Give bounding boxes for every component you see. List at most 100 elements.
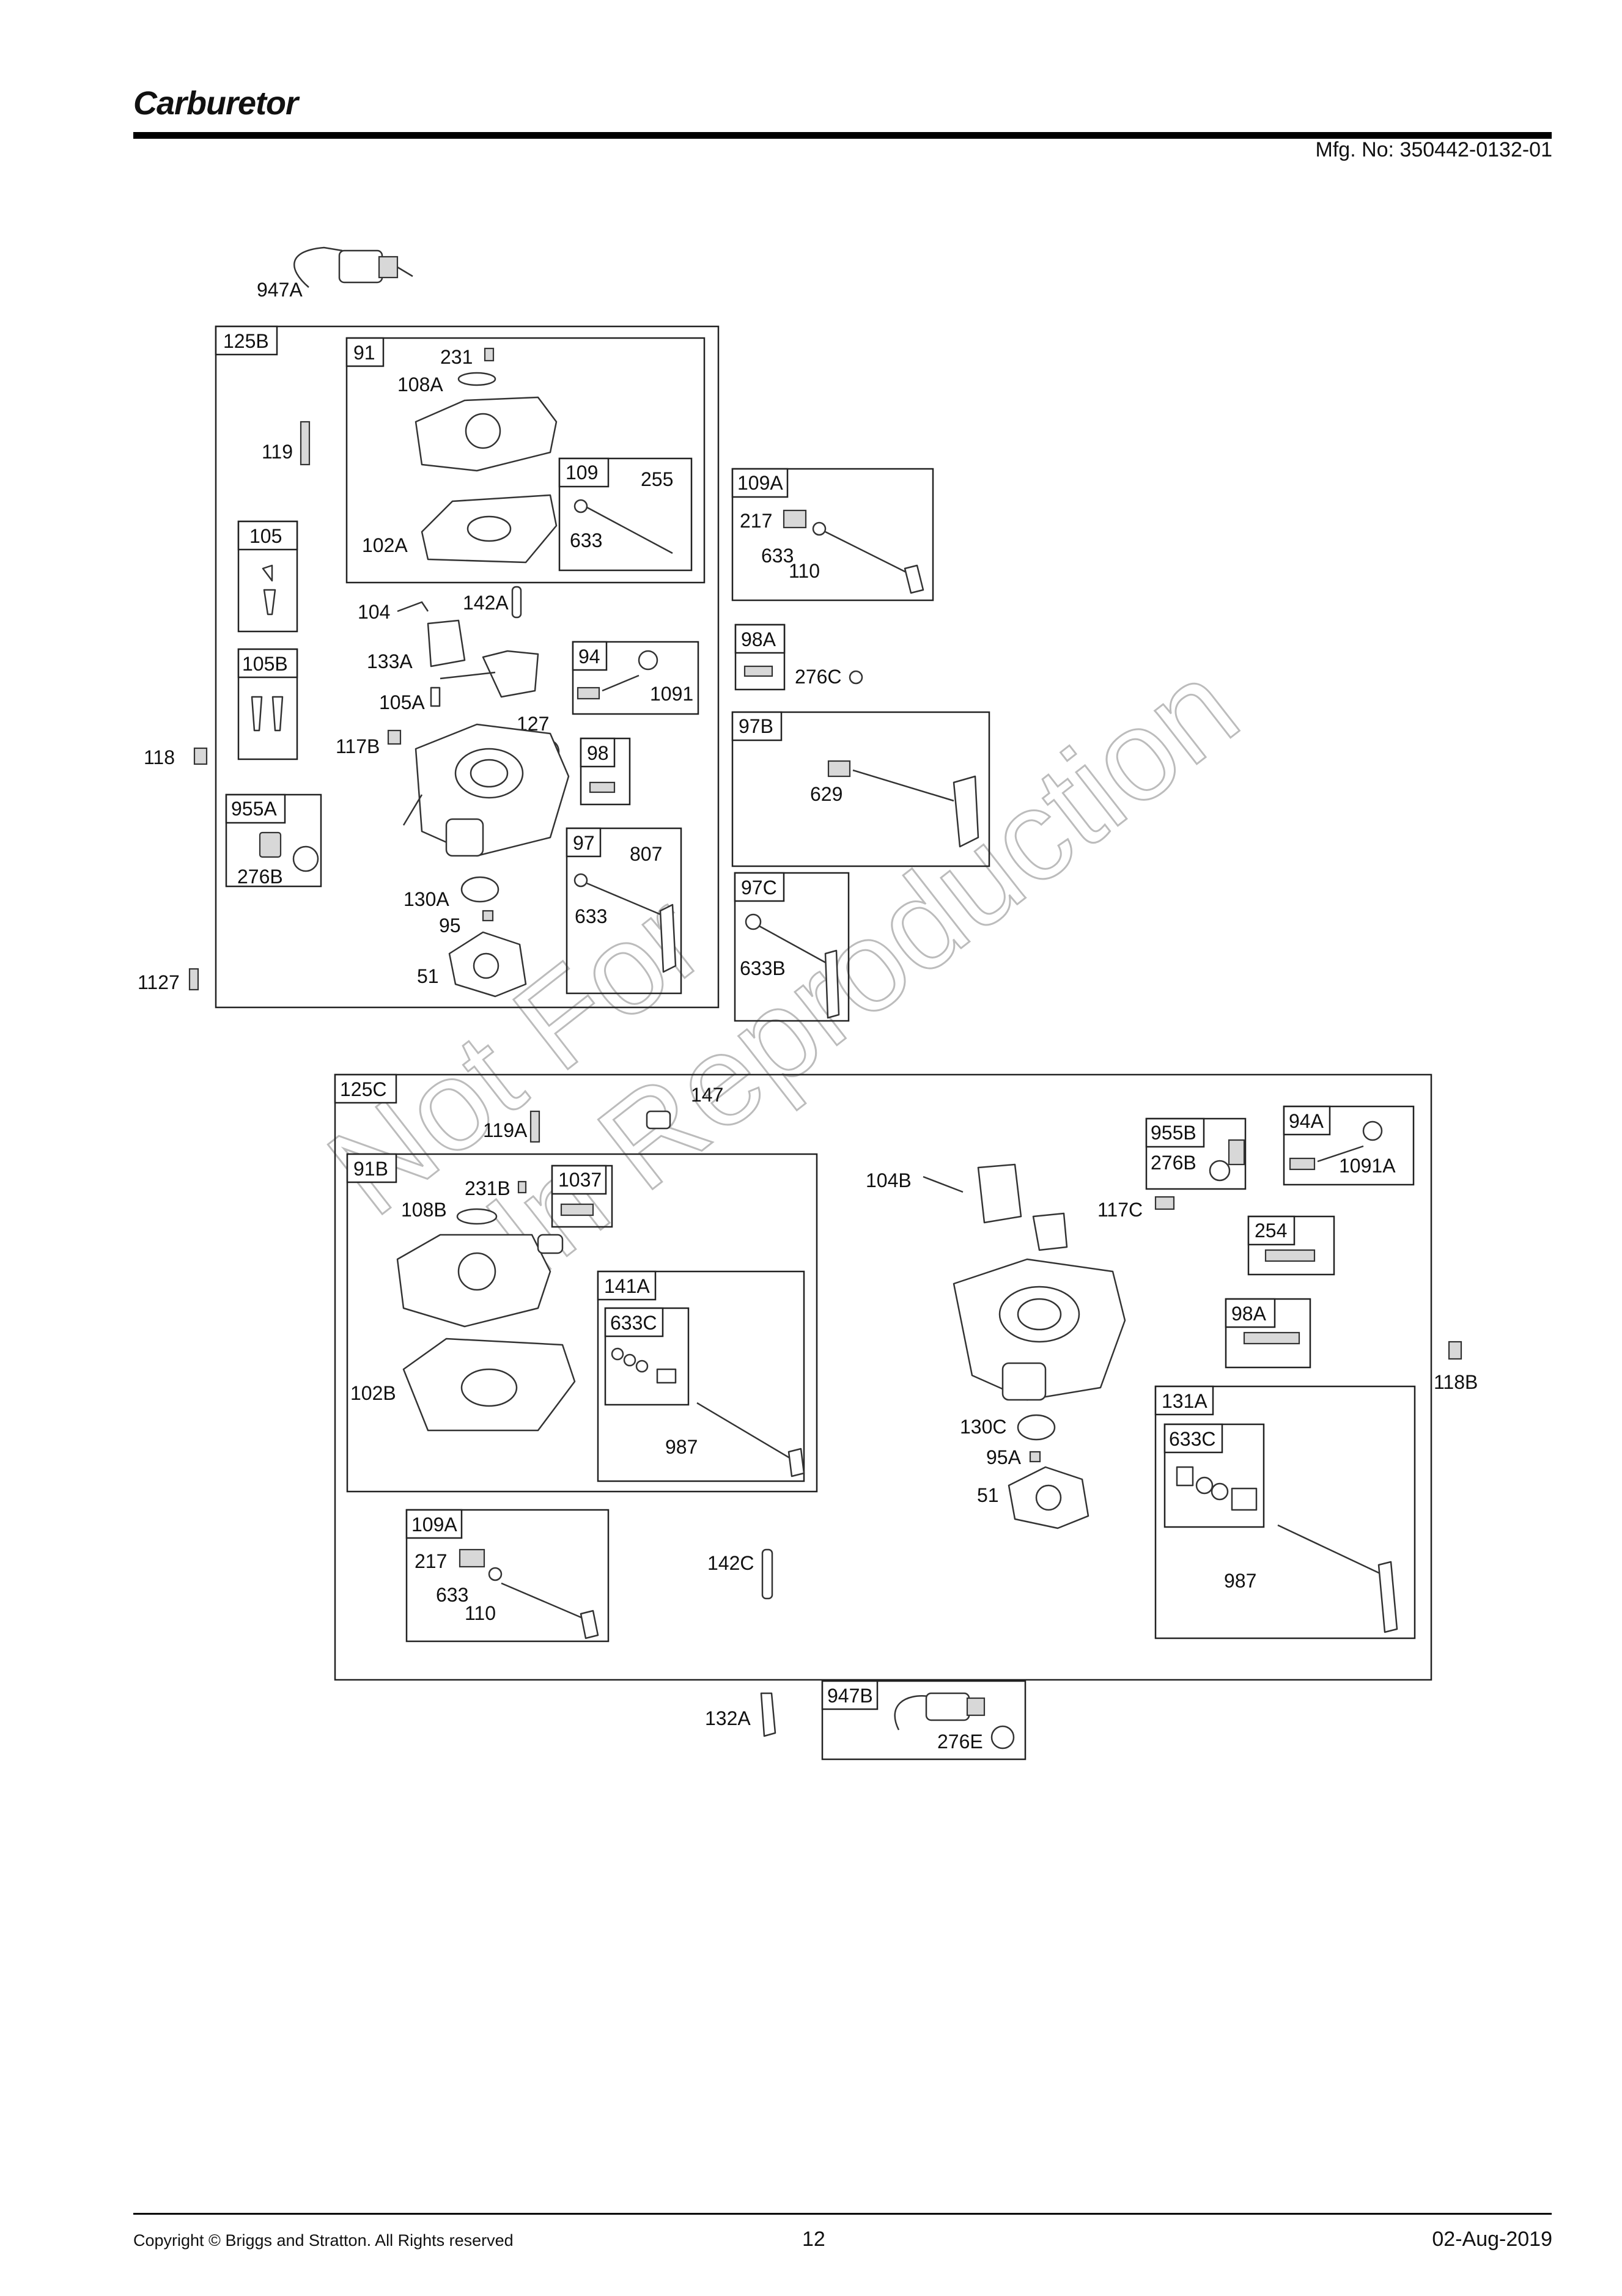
tag-97B — [731, 711, 783, 741]
label-142C: 142C — [707, 1552, 754, 1574]
label-130C: 130C — [960, 1416, 1007, 1438]
tag-label-98A-bot: 98A — [1231, 1303, 1267, 1325]
tag-131A — [1154, 1385, 1214, 1416]
tag-label-97B: 97B — [739, 715, 773, 737]
tag-109A-bot — [405, 1509, 463, 1539]
assembly-box-125C — [334, 1073, 1432, 1681]
tag-105B — [237, 648, 298, 679]
label-110-a: 110 — [789, 560, 820, 582]
label-633-d: 633 — [436, 1584, 468, 1606]
label-51-b: 51 — [977, 1484, 999, 1506]
label-147: 147 — [691, 1084, 723, 1106]
label-51-a: 51 — [417, 965, 439, 987]
assembly-box-141A — [597, 1270, 805, 1482]
tag-109 — [558, 457, 610, 488]
label-119A: 119A — [483, 1119, 528, 1141]
tag-109A-top — [731, 468, 789, 498]
label-629: 629 — [810, 783, 842, 805]
tag-955A — [225, 793, 286, 824]
label-231: 231 — [440, 346, 473, 368]
assembly-box-109A-top — [731, 468, 934, 602]
assembly-box-91 — [345, 337, 706, 584]
tag-label-98: 98 — [587, 742, 609, 764]
tag-94A — [1283, 1105, 1331, 1136]
screw-119 — [300, 421, 311, 466]
tag-label-131A: 131A — [1162, 1390, 1207, 1412]
tag-91 — [345, 337, 385, 367]
label-987-b: 987 — [1224, 1570, 1256, 1592]
label-102B: 102B — [350, 1382, 396, 1404]
copyright: Copyright © Briggs and Stratton. All Rig… — [133, 2231, 514, 2250]
label-118: 118 — [144, 746, 175, 768]
tag-141A — [597, 1270, 657, 1301]
assembly-box-94A — [1283, 1105, 1415, 1186]
tag-955B — [1145, 1117, 1205, 1148]
tag-label-109: 109 — [566, 462, 598, 484]
label-95A: 95A — [986, 1446, 1022, 1468]
label-1091: 1091 — [650, 683, 693, 705]
label-276B-a: 276B — [237, 866, 283, 888]
label-133A: 133A — [367, 650, 413, 672]
carb-body-125C — [953, 1258, 1126, 1401]
label-102A: 102A — [362, 534, 408, 556]
tag-97 — [566, 827, 602, 858]
tag-label-125C: 125C — [340, 1078, 387, 1100]
label-276B-b: 276B — [1151, 1152, 1196, 1174]
label-276E: 276E — [937, 1731, 983, 1753]
tag-label-91: 91 — [353, 342, 375, 364]
assembly-box-97C — [734, 872, 850, 1022]
label-132A: 132A — [705, 1707, 751, 1729]
tag-633C-1 — [604, 1307, 664, 1337]
mfg-number: Mfg. No: 350442-0132-01 — [1315, 138, 1552, 161]
tag-label-94A: 94A — [1289, 1110, 1324, 1132]
shaft-109 — [586, 506, 673, 554]
label-1127: 1127 — [138, 971, 180, 993]
label-255: 255 — [641, 468, 673, 490]
assembly-box-94 — [572, 641, 699, 715]
label-142A: 142A — [463, 592, 509, 614]
assembly-box-109 — [558, 457, 693, 572]
assembly-box-91B — [346, 1153, 818, 1493]
tag-125B — [215, 325, 278, 356]
tag-125C — [334, 1073, 397, 1104]
label-104: 104 — [358, 601, 390, 623]
label-110-b: 110 — [465, 1602, 496, 1624]
solenoid-part — [293, 246, 413, 288]
tag-label-97C: 97C — [741, 877, 777, 899]
screw-231 — [484, 347, 495, 362]
label-1091A: 1091A — [1339, 1155, 1396, 1177]
label-117B: 117B — [336, 735, 380, 757]
assembly-box-131A — [1154, 1385, 1416, 1639]
footer-rule — [133, 2213, 1552, 2215]
label-217-a: 217 — [740, 510, 772, 532]
page-title: Carburetor — [133, 85, 298, 122]
assembly-box-97B — [731, 711, 990, 867]
tag-94 — [572, 641, 608, 671]
tag-633C-2 — [1163, 1423, 1223, 1454]
label-118B: 118B — [1434, 1371, 1478, 1393]
float-133A — [427, 619, 466, 668]
label-95: 95 — [439, 914, 461, 936]
tag-254 — [1247, 1215, 1296, 1246]
tag-label-141A: 141A — [604, 1275, 650, 1297]
tag-label-947B: 947B — [827, 1685, 873, 1707]
tag-1037 — [551, 1165, 607, 1195]
label-633-b: 633 — [575, 905, 607, 927]
tag-label-98A-top: 98A — [741, 628, 776, 650]
tag-98A-bot — [1225, 1298, 1276, 1328]
tag-label-955A: 955A — [231, 798, 277, 820]
tag-label-1037: 1037 — [558, 1169, 602, 1191]
label-130A: 130A — [404, 888, 449, 910]
label-108A: 108A — [397, 373, 443, 396]
title-rule — [133, 132, 1552, 139]
float-104B — [977, 1163, 1022, 1224]
label-276C: 276C — [795, 666, 842, 688]
tag-98A-top — [734, 624, 786, 654]
label-947A: 947A — [257, 279, 303, 301]
tag-label-254: 254 — [1255, 1220, 1287, 1242]
label-231B: 231B — [465, 1177, 511, 1199]
tag-97C — [734, 872, 785, 902]
page-number: 12 — [802, 2228, 825, 2251]
clip-132A — [760, 1692, 776, 1737]
